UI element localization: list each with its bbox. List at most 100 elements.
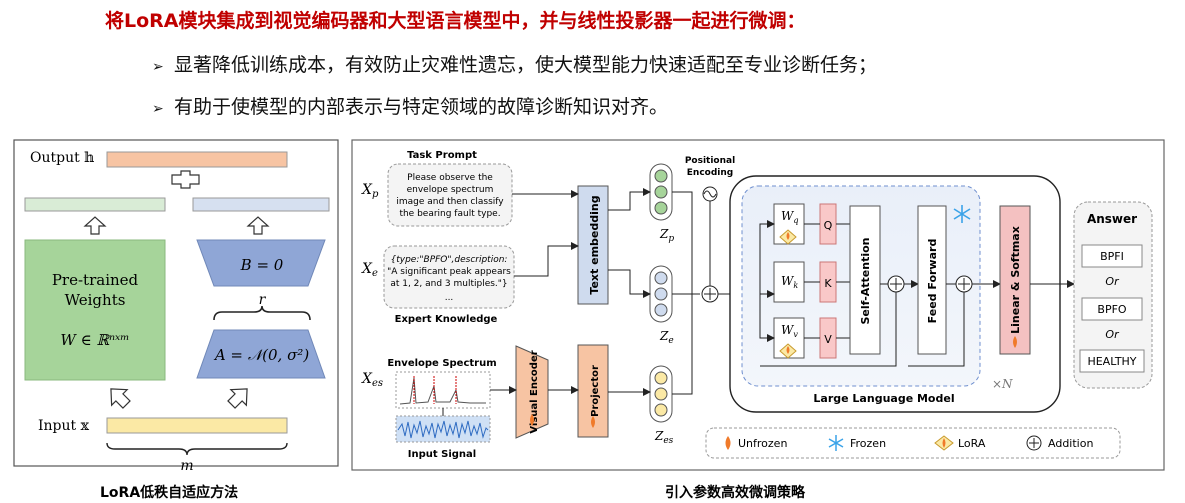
- answer-option-label: BPFI: [1100, 250, 1124, 263]
- positional-encoding-line2: Encoding: [687, 168, 733, 178]
- task-prompt-line: image and then classify: [396, 197, 504, 207]
- input-bar: [106, 417, 288, 434]
- linear-softmax-label: Linear & Softmax: [1009, 226, 1022, 334]
- output-bar: [106, 151, 288, 168]
- headline: 将LoRA模块集成到视觉编码器和大型语言模型中，并与线性投影器一起进行微调：: [105, 10, 806, 32]
- signal-waveform: [397, 420, 489, 439]
- expert-knowledge-box: [383, 245, 515, 309]
- wq-label: Wq: [781, 209, 798, 225]
- bullet-2-text: 有助于使模型的内部表示与特定领域的故障诊断知识对齐。: [174, 96, 669, 118]
- expert-line: "A significant peak appears: [387, 267, 511, 277]
- addition-icon: [958, 278, 970, 290]
- answer-option: [1081, 297, 1143, 321]
- flame-icon: [530, 414, 534, 426]
- input-label: Input 𝕩: [38, 418, 90, 434]
- b-formula: B = 0: [240, 256, 284, 274]
- times-n-label: ×N: [992, 377, 1013, 391]
- answer-title: Answer: [1087, 212, 1137, 226]
- snowflake-icon: [828, 435, 844, 451]
- answer-option-label: BPFO: [1097, 303, 1127, 316]
- bullet-1-text: 显著降低训练成本，有效防止灾难性遗忘，使大模型能力快速适配至专业诊断任务；: [174, 54, 878, 76]
- task-prompt-line: the bearing fault type.: [399, 209, 500, 219]
- addition-icon: [704, 288, 716, 300]
- xes-label: Xes: [361, 371, 383, 389]
- pretrained-weights-box: [24, 239, 166, 381]
- lora-caption: LoRA低秩自适应方法: [100, 485, 239, 501]
- spectrum-line: [399, 377, 486, 405]
- connector: [759, 294, 775, 342]
- lora-icon: [934, 435, 954, 451]
- bullet-2: ➢有助于使模型的内部表示与特定领域的故障诊断知识对齐。: [152, 92, 668, 119]
- legend-label: Frozen: [850, 437, 886, 450]
- zp-label: Zp: [659, 227, 674, 244]
- positional-encoding-line1: Positional: [685, 156, 735, 166]
- expert-line: ...: [445, 293, 454, 303]
- a-formula: A = 𝒩(0, σ²): [213, 346, 309, 364]
- text-embedding-block: [577, 185, 609, 305]
- flame-icon: [1013, 336, 1017, 348]
- or-label: Or: [1105, 328, 1120, 341]
- output-label: Output 𝕙: [30, 150, 94, 166]
- legend-label: Unfrozen: [738, 437, 787, 450]
- bullet-1: ➢ 显著降低训练成本，有效防止灾难性遗忘，使大模型能力快速适配至专业诊断任务；: [152, 50, 877, 77]
- left-intermediate-bar: [24, 197, 166, 212]
- self-attention-label: Self-Attention: [859, 237, 872, 324]
- answer-option-label: HEALTHY: [1087, 355, 1136, 368]
- up-arrow-icon: [246, 216, 270, 235]
- zp-token-stack: [649, 163, 673, 221]
- snowflake-icon: [953, 205, 971, 223]
- llm-label: Large Language Model: [813, 392, 954, 405]
- ze-token-stack: [649, 265, 673, 323]
- connector: [836, 223, 850, 339]
- q-label: Q: [824, 219, 833, 232]
- connector: [608, 269, 651, 298]
- expert-line: at 1, 2, and 3 multiples."}: [390, 279, 507, 289]
- ze-label: Ze: [659, 329, 674, 346]
- input-signal-image: [395, 415, 491, 443]
- legend-label: LoRA: [958, 437, 986, 450]
- weight-formula: W ∈ ℝⁿˣᵐ: [60, 331, 129, 349]
- r-brace: [213, 305, 311, 321]
- pretrained-line1: Pre-trained: [52, 271, 139, 289]
- expert-knowledge-title: Expert Knowledge: [395, 314, 498, 325]
- addition-icon: [1029, 438, 1039, 448]
- architecture-caption: 引入参数高效微调策略: [665, 485, 805, 501]
- diag-arrow-left-icon: [110, 388, 131, 409]
- xe-label: Xe: [361, 261, 378, 279]
- answer-option: [1081, 244, 1143, 268]
- text-embedding-label: Text embedding: [588, 195, 601, 294]
- input-signal-title: Input Signal: [408, 449, 476, 460]
- connector: [514, 242, 579, 277]
- m-brace: [106, 442, 288, 456]
- wk-label: Wk: [781, 274, 798, 290]
- visual-encoder-label: Visual Encoder: [529, 350, 540, 433]
- xp-label: Xp: [361, 182, 379, 200]
- self-attention-block: [849, 205, 881, 355]
- task-prompt-line: envelope spectrum: [407, 185, 494, 195]
- m-label: m: [180, 458, 193, 474]
- pretrained-line2: Weights: [65, 291, 126, 309]
- task-prompt-line: Please observe the: [407, 173, 493, 183]
- or-label: Or: [1105, 275, 1120, 288]
- zes-token-stack: [649, 365, 673, 423]
- wv-label: Wv: [781, 323, 798, 339]
- legend-label: Addition: [1048, 437, 1093, 450]
- k-label: K: [824, 277, 832, 290]
- envelope-spectrum-title: Envelope Spectrum: [387, 358, 496, 369]
- lora-icon: [779, 229, 797, 245]
- connector: [759, 220, 775, 294]
- plus-icon: [171, 170, 200, 189]
- visual-encoder-block: [515, 345, 549, 439]
- connector: [672, 294, 693, 395]
- zes-label: Zes: [654, 429, 674, 446]
- linear-softmax-block: [999, 205, 1031, 355]
- lora-a-matrix: [196, 329, 326, 379]
- bullet-arrow-icon: ➢: [152, 59, 164, 75]
- feed-forward-block: [917, 205, 947, 355]
- connector: [608, 188, 651, 211]
- flame-icon: [725, 436, 731, 450]
- connector: [804, 223, 820, 339]
- projector-label: Projector: [590, 365, 601, 417]
- addition-icon: [890, 278, 902, 290]
